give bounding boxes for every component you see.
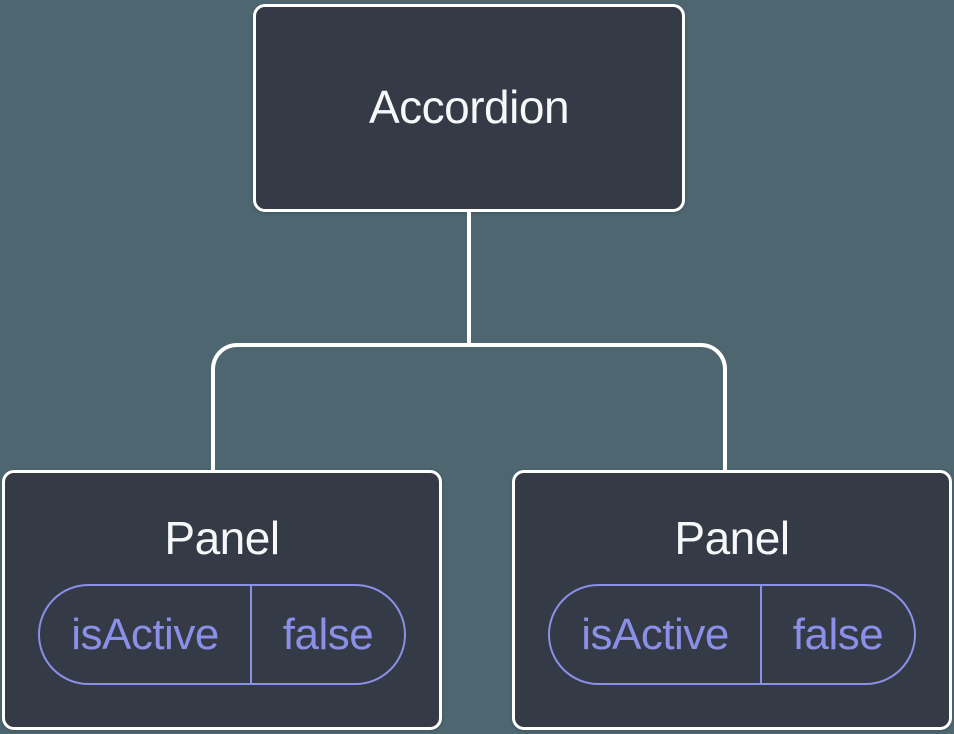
state-value: false bbox=[792, 609, 884, 659]
component-node-panel-right: Panel isActive false bbox=[512, 470, 952, 730]
component-node-panel-left: Panel isActive false bbox=[2, 470, 442, 730]
connector-stem bbox=[467, 212, 471, 345]
state-value: false bbox=[282, 609, 374, 659]
state-pill: isActive false bbox=[38, 584, 406, 686]
state-key: isActive bbox=[550, 586, 762, 684]
state-key: isActive bbox=[40, 586, 252, 684]
component-label: Accordion bbox=[368, 81, 570, 134]
component-node-accordion: Accordion bbox=[253, 4, 685, 212]
connector-branch bbox=[211, 343, 727, 470]
component-label: Panel bbox=[674, 512, 790, 564]
component-label: Panel bbox=[164, 512, 280, 564]
state-pill: isActive false bbox=[548, 584, 916, 686]
